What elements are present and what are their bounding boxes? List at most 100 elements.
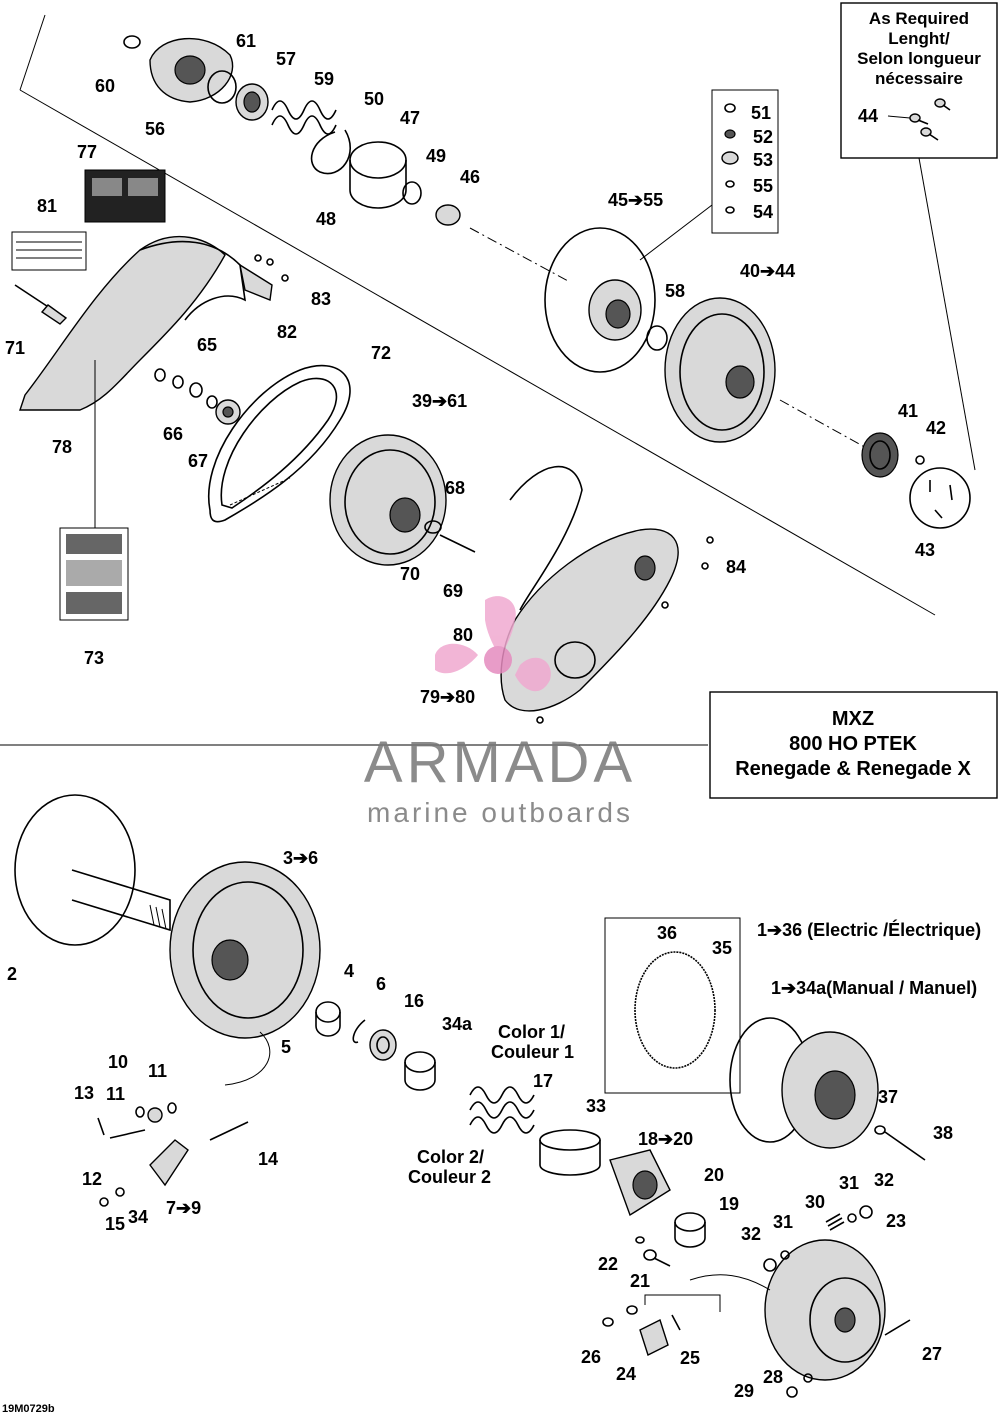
part-84-fasteners	[536, 536, 714, 724]
callout-79-80: 79➔80	[420, 687, 475, 707]
label-81-decal	[11, 231, 87, 271]
callout-60: 60	[95, 76, 115, 96]
screw-44-group	[887, 98, 951, 141]
as-required-line-2: Lenght/	[888, 29, 950, 48]
callout-68: 68	[445, 478, 465, 498]
part-34a-bushing	[404, 1051, 436, 1091]
callout-71: 71	[5, 338, 25, 358]
callout-82: 82	[277, 322, 297, 342]
part-82-bracket	[238, 263, 273, 301]
part-61-ring	[207, 70, 237, 104]
part-56-housing	[149, 37, 234, 103]
part-23-spider	[764, 1239, 886, 1381]
part-21-22-screws	[635, 1236, 671, 1267]
part-3-6-sliding-half	[169, 861, 321, 1039]
callout-72: 72	[371, 343, 391, 363]
callout-11b: 11	[106, 1084, 125, 1104]
part-57-bearing	[235, 83, 269, 121]
leader-arm-to-pulley	[224, 1031, 271, 1086]
part-42-nut	[915, 455, 925, 465]
callout-80: 80	[453, 625, 473, 645]
callout-12: 12	[82, 1169, 102, 1189]
model-line-2: 800 HO PTEK	[789, 733, 917, 755]
callout-48: 48	[316, 209, 336, 229]
callout-37: 37	[878, 1087, 898, 1107]
part-60-ring	[123, 35, 141, 49]
callout-32b: 32	[741, 1224, 761, 1244]
part-27-29-fasteners	[786, 1319, 911, 1398]
callout-11a: 11	[148, 1061, 167, 1081]
callout-81: 81	[37, 196, 57, 216]
color1-line-2: Couleur 1	[491, 1042, 574, 1062]
part-19-bushing	[674, 1212, 706, 1248]
watermark-name: ARMADA	[364, 730, 636, 795]
callout-29: 29	[734, 1381, 754, 1401]
callout-22: 22	[598, 1254, 618, 1274]
callout-31b: 31	[773, 1212, 793, 1232]
callout-23: 23	[886, 1211, 906, 1231]
callout-70: 70	[400, 564, 420, 584]
callout-20: 20	[704, 1165, 724, 1185]
callout-18-20: 18➔20	[638, 1129, 693, 1149]
part-35-ring-gear	[604, 917, 741, 1094]
part-49-ring	[402, 181, 422, 205]
callout-34a: 34a	[442, 1014, 473, 1034]
callout-46: 46	[460, 167, 480, 187]
callout-30: 30	[805, 1192, 825, 1212]
part-83-screws	[254, 254, 289, 282]
section-frame-top	[0, 14, 936, 746]
callout-6: 6	[376, 974, 386, 994]
part-30-32-rollers	[763, 1205, 873, 1272]
callout-24: 24	[616, 1364, 636, 1384]
callout-84: 84	[726, 557, 746, 577]
callout-69: 69	[443, 581, 463, 601]
color2-line-1: Color 2/	[417, 1147, 484, 1167]
callout-36: 36	[657, 923, 677, 943]
callout-65: 65	[197, 335, 217, 355]
callout-1-34a: 1➔34a(Manual / Manuel)	[771, 978, 977, 998]
callout-47: 47	[400, 108, 420, 128]
callout-7-9: 7➔9	[166, 1198, 201, 1218]
watermark-tagline: marine outboards	[367, 797, 633, 828]
callout-83: 83	[311, 289, 331, 309]
callout-19: 19	[719, 1194, 739, 1214]
part-39-61-driven-pulley	[329, 434, 476, 566]
callout-49: 49	[426, 146, 446, 166]
callout-15: 15	[105, 1214, 125, 1234]
callout-43: 43	[915, 540, 935, 560]
callout-33: 33	[586, 1096, 606, 1116]
callout-labels: 60 61 57 56 59 50 47 49 48 46 77 81 71 6…	[2, 31, 981, 1415]
model-box: MXZ 800 HO PTEK Renegade & Renegade X	[709, 691, 998, 799]
part-18-20-cap	[609, 1149, 671, 1217]
part-58-washer	[646, 325, 668, 351]
callout-53: 53	[753, 150, 773, 170]
callout-3-6: 3➔6	[283, 848, 318, 868]
callout-25: 25	[680, 1348, 700, 1368]
callout-45-55: 45➔55	[608, 190, 663, 210]
color1-line-1: Color 1/	[498, 1022, 565, 1042]
part-46-bushing	[435, 204, 461, 226]
part-71-rod	[14, 284, 68, 325]
part-33-spring-cover	[539, 1129, 601, 1176]
callout-41: 41	[898, 401, 918, 421]
callout-32a: 32	[874, 1170, 894, 1190]
part-17-spring	[469, 1086, 535, 1134]
callout-27: 27	[922, 1344, 942, 1364]
as-required-line-3: Selon longueur	[857, 49, 981, 68]
part-72-drive-belt	[207, 364, 351, 523]
callout-39-61: 39➔61	[412, 391, 467, 411]
label-73-decal	[59, 527, 129, 621]
part-6-circlip	[352, 1019, 366, 1044]
part-51-55-screw-stack	[639, 89, 779, 261]
callout-66: 66	[163, 424, 183, 444]
part-65-66-67-washers	[154, 368, 241, 425]
part-1-36-pulley-assembly	[729, 1017, 879, 1149]
part-45-55-sheave	[544, 227, 656, 373]
callout-59: 59	[314, 69, 334, 89]
part-40-44-drive-cover	[664, 297, 776, 443]
callout-51: 51	[751, 103, 771, 123]
callout-52: 52	[753, 127, 773, 147]
callout-1-36: 1➔36 (Electric /Électrique)	[757, 919, 981, 940]
callout-4: 4	[344, 961, 354, 981]
callout-50: 50	[364, 89, 384, 109]
